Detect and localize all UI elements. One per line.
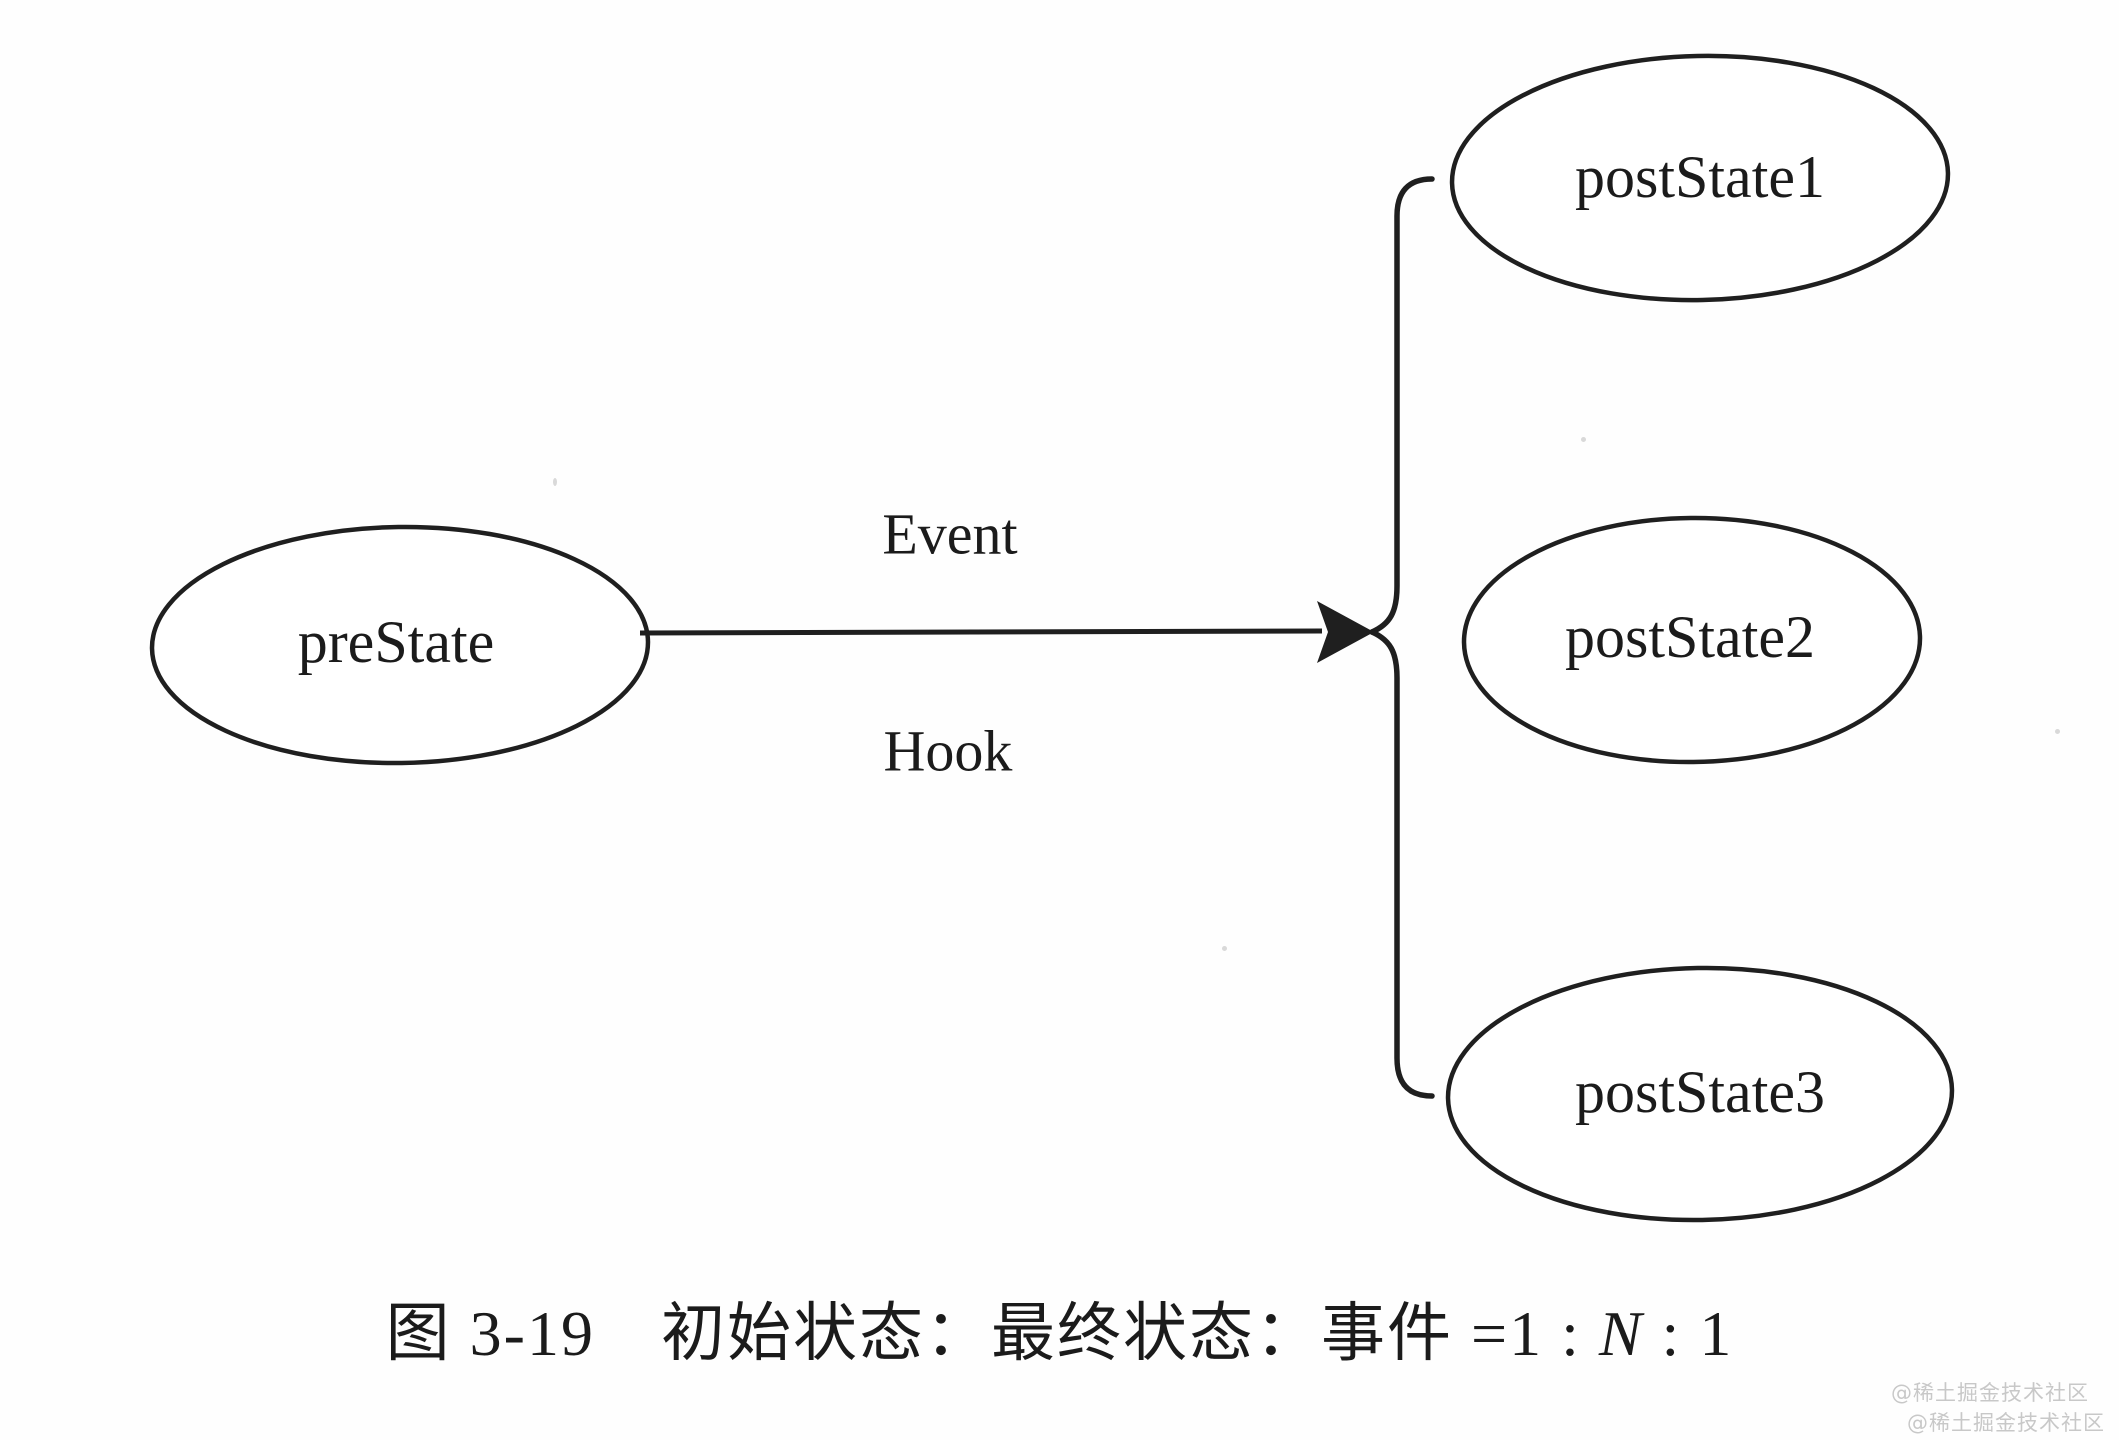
edge-line bbox=[639, 628, 1323, 636]
prestate-label: preState bbox=[298, 609, 495, 675]
caption-main: 图 3-19 初始状态：最终状态：事件 =1 : bbox=[385, 1298, 1599, 1369]
caption-variable-n: N bbox=[1598, 1298, 1644, 1369]
brace-upper-path bbox=[1369, 176, 1435, 635]
watermark-line-1: @稀土掘金技术社区 bbox=[1891, 1381, 2089, 1405]
poststate3-ellipse[interactable] bbox=[1445, 964, 1955, 1225]
poststate1-label: postState1 bbox=[1575, 144, 1825, 210]
watermark: @稀土掘金技术社区 @稀土掘金技术社区 bbox=[1891, 1378, 2105, 1438]
node-prestate[interactable]: preState bbox=[149, 524, 651, 767]
node-poststate3[interactable]: postState3 bbox=[1445, 964, 1955, 1225]
figure-caption: 图 3-19 初始状态：最终状态：事件 =1 : N : 1 bbox=[0, 1282, 2119, 1374]
edge-label-event: Event bbox=[882, 501, 1017, 566]
caption-tail: : 1 bbox=[1643, 1298, 1734, 1369]
node-poststate2[interactable]: postState2 bbox=[1461, 515, 1923, 765]
scan-speck bbox=[1222, 946, 1227, 951]
scan-speck bbox=[553, 478, 557, 486]
scan-speck bbox=[2055, 729, 2060, 734]
watermark-line-2: @稀土掘金技术社区 bbox=[1907, 1411, 2105, 1435]
poststate1-ellipse[interactable] bbox=[1449, 51, 1951, 305]
scan-speck bbox=[1581, 437, 1586, 442]
poststate3-label: postState3 bbox=[1575, 1059, 1825, 1125]
brace-lower-path bbox=[1369, 629, 1435, 1099]
prestate-ellipse[interactable] bbox=[149, 524, 651, 767]
poststate2-ellipse[interactable] bbox=[1461, 515, 1923, 765]
poststate2-label: postState2 bbox=[1565, 604, 1815, 670]
arrow-head-icon bbox=[1317, 601, 1374, 663]
grouping-brace bbox=[1369, 176, 1435, 1099]
node-poststate1[interactable]: postState1 bbox=[1449, 51, 1951, 305]
edge-label-hook: Hook bbox=[884, 718, 1013, 783]
transition-edge[interactable] bbox=[639, 601, 1374, 663]
